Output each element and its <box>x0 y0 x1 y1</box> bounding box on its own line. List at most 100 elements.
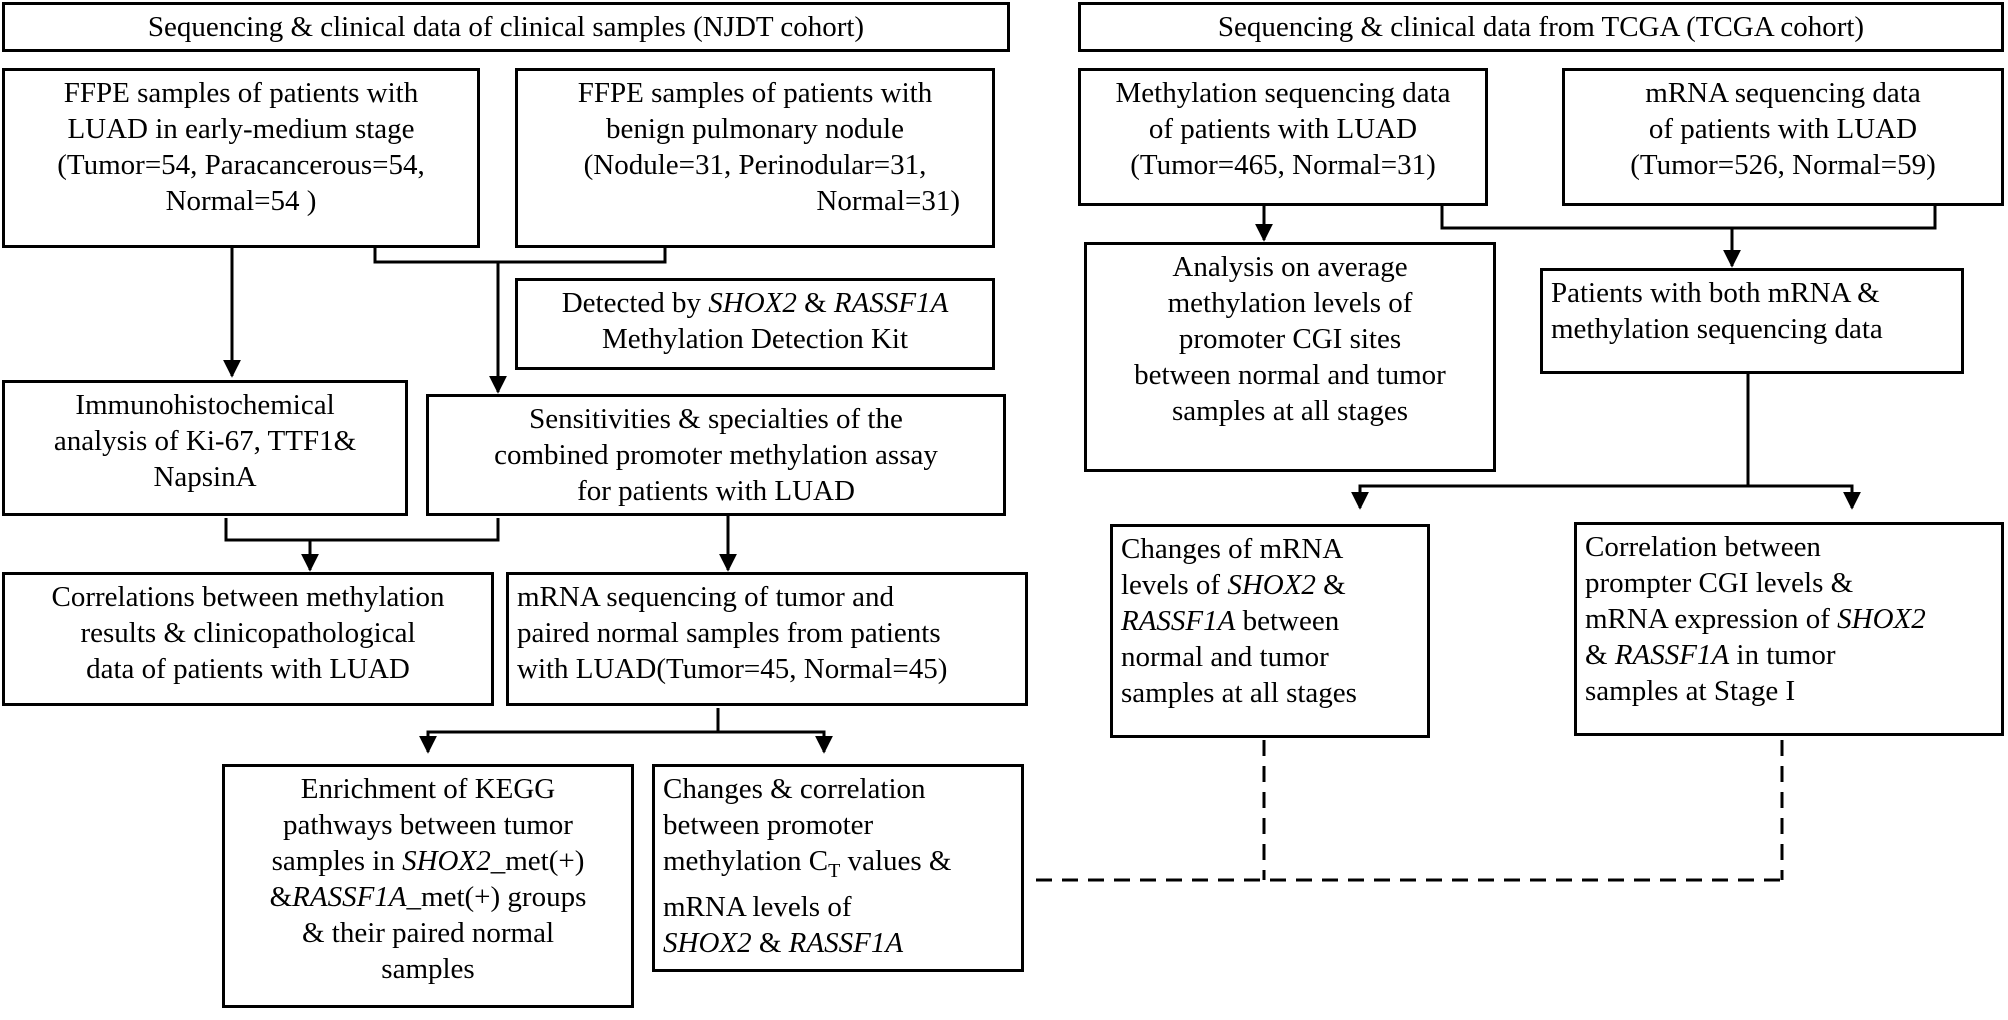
node-line: Normal=31) <box>816 185 960 217</box>
node-correlation-cgi: Correlation between prompter CGI levels … <box>1574 522 2004 736</box>
text-part: methylation C <box>663 845 829 877</box>
node-changes-mrna: Changes of mRNA levels of SHOX2 & RASSF1… <box>1110 524 1430 738</box>
gene-shox2: SHOX2 <box>402 845 491 877</box>
node-both-data: Patients with both mRNA & methylation se… <box>1540 268 1964 374</box>
header-njdt-text: Sequencing & clinical data of clinical s… <box>147 11 865 43</box>
node-line: between promoter <box>663 809 874 841</box>
gene-rassf1a: RASSF1A <box>1121 605 1236 637</box>
node-line: Immunohistochemical <box>75 389 335 421</box>
node-ffpe-benign: FFPE samples of patients with benign pul… <box>515 68 995 248</box>
node-line: pathways between tumor <box>283 809 573 841</box>
text-part: values & <box>840 845 952 877</box>
connector-tcga-merge <box>1440 206 1937 230</box>
text-part: _met(+) <box>490 845 585 877</box>
gene-shox2: SHOX2 <box>1837 603 1926 635</box>
node-line: Methylation Detection Kit <box>601 323 909 355</box>
node-line: FFPE samples of patients with <box>63 77 419 109</box>
text-part: & <box>1315 569 1346 601</box>
text-part: levels of <box>1121 569 1228 601</box>
header-tcga-text: Sequencing & clinical data from TCGA (TC… <box>1217 11 1865 43</box>
node-line: Changes of mRNA <box>1121 533 1344 565</box>
node-line: Normal=54 ) <box>165 185 317 217</box>
node-line: Patients with both mRNA & <box>1551 277 1880 309</box>
text-part: & <box>1585 639 1615 671</box>
node-line: &RASSF1A_met(+) groups <box>233 879 623 915</box>
node-line: Detected by SHOX2 & RASSF1A <box>526 285 984 321</box>
gene-rassf1a: RASSF1A <box>292 881 407 913</box>
node-mrna-tcga: mRNA sequencing data of patients with LU… <box>1562 68 2004 206</box>
text-part: _met(+) groups <box>406 881 587 913</box>
node-line: methylation levels of <box>1167 287 1413 319</box>
gene-shox2: SHOX2 <box>708 287 797 319</box>
node-line: mRNA expression of SHOX2 <box>1585 601 1993 637</box>
node-ffpe-luad: FFPE samples of patients with LUAD in ea… <box>2 68 480 248</box>
node-line: (Nodule=31, Perinodular=31, <box>583 149 927 181</box>
header-tcga-cohort: Sequencing & clinical data from TCGA (TC… <box>1078 2 2004 52</box>
node-line: prompter CGI levels & <box>1585 567 1854 599</box>
node-line: & their paired normal <box>301 917 555 949</box>
node-line: Analysis on average <box>1172 251 1408 283</box>
node-line: samples at Stage I <box>1585 675 1796 707</box>
node-line: normal and tumor <box>1121 641 1329 673</box>
node-line: of patients with LUAD <box>1648 113 1918 145</box>
node-line: promoter CGI sites <box>1178 323 1402 355</box>
node-line: results & clinicopathological <box>80 617 416 649</box>
node-mrna-seq: mRNA sequencing of tumor and paired norm… <box>506 572 1028 706</box>
text-part: mRNA expression of <box>1585 603 1838 635</box>
gene-shox2: SHOX2 <box>663 926 752 959</box>
node-line: SHOX2 & RASSF1A <box>663 925 1013 961</box>
node-ihc: Immunohistochemical analysis of Ki-67, T… <box>2 380 408 516</box>
subscript-t: T <box>828 859 841 882</box>
node-line: mRNA sequencing data <box>1645 77 1921 109</box>
node-line: RASSF1A between <box>1121 603 1419 639</box>
node-detected-by: Detected by SHOX2 & RASSF1A Methylation … <box>515 278 995 370</box>
node-line: Sensitivities & specialties of the <box>529 403 903 435</box>
connector-ffpe-merge <box>373 248 667 264</box>
node-line: methylation CT values & <box>663 843 1013 889</box>
node-line: paired normal samples from patients <box>517 617 941 649</box>
text-part: samples in <box>271 845 403 877</box>
node-line: (Tumor=465, Normal=31) <box>1130 149 1436 181</box>
node-line: levels of SHOX2 & <box>1121 567 1419 603</box>
node-line: of patients with LUAD <box>1148 113 1418 145</box>
node-line: samples <box>381 953 475 985</box>
node-line: NapsinA <box>153 461 257 493</box>
gene-rassf1a: RASSF1A <box>788 926 904 959</box>
node-average-methylation: Analysis on average methylation levels o… <box>1084 242 1496 472</box>
connector-both-split <box>1351 484 1861 510</box>
header-njdt-cohort: Sequencing & clinical data of clinical s… <box>2 2 1010 52</box>
node-sensitivities: Sensitivities & specialties of the combi… <box>426 394 1006 516</box>
node-line: (Tumor=54, Paracancerous=54, <box>57 149 425 181</box>
node-line: benign pulmonary nodule <box>605 113 904 145</box>
node-line: Changes & correlation <box>663 773 926 805</box>
node-line: Correlation between <box>1585 531 1821 563</box>
node-line: & RASSF1A in tumor <box>1585 637 1993 673</box>
gene-shox2: SHOX2 <box>1227 569 1316 601</box>
gene-rassf1a: RASSF1A <box>1614 639 1730 671</box>
text-prefix: Detected by <box>561 287 709 319</box>
node-line: for patients with LUAD <box>577 475 855 507</box>
node-line: between normal and tumor <box>1134 359 1446 391</box>
node-line: Correlations between methylation <box>51 581 445 613</box>
node-line: (Tumor=526, Normal=59) <box>1630 149 1936 181</box>
node-methylation-seq: Methylation sequencing data of patients … <box>1078 68 1488 206</box>
node-changes-correlation: Changes & correlation between promoter m… <box>652 764 1024 972</box>
text-amp: & <box>751 926 789 959</box>
node-line: methylation sequencing data <box>1551 313 1883 345</box>
gene-rassf1a: RASSF1A <box>833 287 949 319</box>
node-line: mRNA levels of <box>663 890 852 923</box>
text-part: & <box>269 881 293 913</box>
node-line: FFPE samples of patients with <box>577 77 933 109</box>
node-line: samples at all stages <box>1121 677 1357 709</box>
connector-ihc-sens-merge <box>224 518 500 542</box>
node-line: samples in SHOX2_met(+) <box>233 843 623 879</box>
node-kegg: Enrichment of KEGG pathways between tumo… <box>222 764 634 1008</box>
node-line: mRNA sequencing of tumor and <box>517 581 894 613</box>
node-line: LUAD in early-medium stage <box>67 113 415 145</box>
node-line: with LUAD(Tumor=45, Normal=45) <box>517 653 948 685</box>
node-line: samples at all stages <box>1172 395 1408 427</box>
node-line: Enrichment of KEGG <box>300 773 556 805</box>
text-part: in tumor <box>1729 639 1836 671</box>
